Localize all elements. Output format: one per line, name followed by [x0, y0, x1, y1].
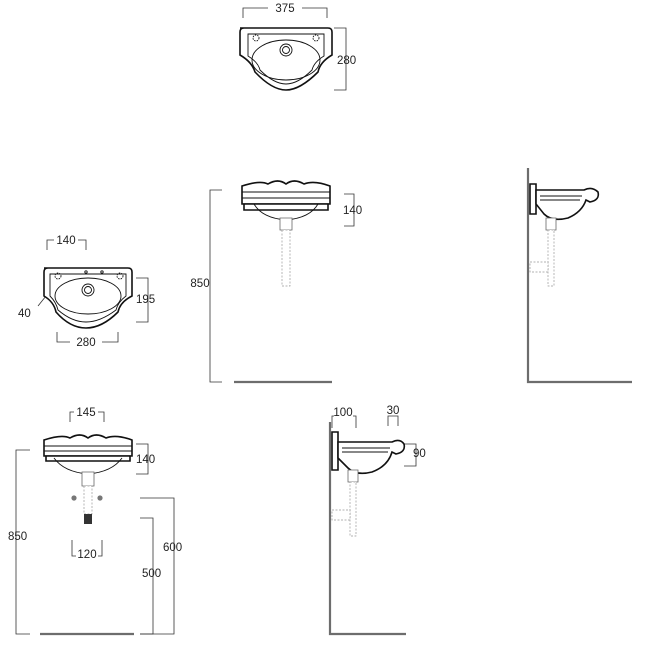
lower-basin-top [43, 434, 133, 457]
drain-outlet [84, 514, 92, 524]
dim-side-height: 90 [413, 448, 426, 460]
lower-side-basin [337, 439, 406, 475]
dim-drain-height: 500 [142, 568, 161, 580]
front-basin-top [241, 180, 331, 205]
dim-small-width: 280 [76, 337, 95, 349]
side-basin [535, 187, 600, 221]
wall-fixing-right [97, 495, 103, 501]
side-view [526, 168, 632, 384]
dim-front-total-height: 850 [190, 278, 209, 290]
dim-lower-total-height: 850 [8, 531, 27, 543]
dim-small-depth: 195 [136, 294, 155, 306]
dim-small-offset: 40 [18, 308, 31, 320]
dim-top-depth: 280 [337, 55, 356, 67]
dim-bracket-spacing: 120 [77, 549, 96, 561]
dim-side-projection: 100 [333, 407, 352, 419]
dim-small-bowl: 140 [56, 235, 75, 247]
dim-lower-height: 140 [136, 454, 155, 466]
small-basin-outline [43, 267, 133, 329]
lower-front-view: 145 140 850 120 500 600 [8, 407, 182, 636]
top-basin-outline [239, 27, 333, 91]
lower-side-view: 100 30 90 [328, 405, 426, 636]
dim-bracket-height: 600 [163, 542, 182, 554]
dim-side-rim: 30 [387, 405, 400, 417]
small-top-view: 140 195 40 280 [18, 235, 155, 349]
top-view: 375 280 [239, 3, 356, 91]
front-view: 850 140 [190, 180, 362, 384]
dim-lower-bowl: 145 [76, 407, 95, 419]
wall-fixing-left [71, 495, 77, 501]
dim-front-height: 140 [343, 205, 362, 217]
dim-top-width: 375 [275, 3, 294, 15]
